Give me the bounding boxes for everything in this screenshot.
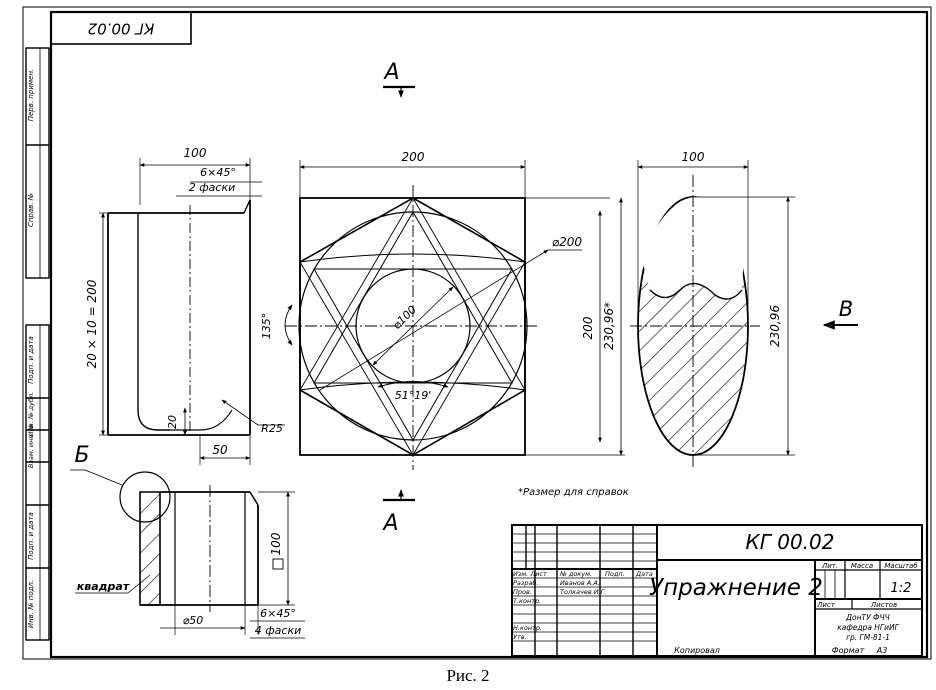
tb-row-tcontrol-role: Т.контр. (513, 597, 541, 605)
bottom-dim-diameter: ⌀50 (183, 614, 204, 627)
front-dim-height-ref: 230,96* (602, 302, 616, 350)
front-angle-left: 135° (260, 313, 273, 340)
tb-row-header-sign: Подп. (605, 570, 625, 578)
margin-label-podp-2: Подп. и дата (27, 512, 35, 560)
view-arrow-b: В (822, 297, 858, 330)
front-circle-outer: ⌀200 (552, 235, 582, 249)
tb-row-checker-role: Пров. (513, 588, 532, 596)
tb-row-developer-name: Иванов А.А. (560, 579, 600, 587)
left-dim-base: 50 (212, 443, 228, 457)
bottom-chamfer-note: 4 фаски (255, 624, 301, 637)
margin-label-inv-podl: Инв. № подл. (27, 580, 35, 628)
rotated-stamp-box (50, 11, 192, 45)
front-circle-inner: ⌀100 (390, 303, 419, 332)
left-margin-columns (25, 47, 50, 641)
left-chamfer-top-note: 2 фаски (189, 181, 235, 194)
tb-row-approved-role: Утв. (513, 633, 527, 641)
tb-row-checker-name: Толкачев И.Г. (560, 588, 606, 596)
tb-rows: Изм. Лист № докум. Подп. Дата Разраб. Ив… (513, 570, 653, 641)
title-block (511, 524, 923, 657)
margin-label-vzam: Взам. инв. № (27, 424, 35, 468)
tb-col-lit: Лит. (821, 562, 838, 570)
section-letter-a-bottom: А (381, 511, 398, 536)
margin-label-inv-dubl: Инв. № дубл. (27, 392, 35, 436)
section-marker-a-bottom: А (381, 489, 415, 536)
figure-caption: Рис. 2 (446, 666, 490, 685)
left-dim-fillet-vertical: 20 (166, 415, 179, 429)
tb-col-mass: Масса (851, 562, 873, 570)
tb-row-ncontrol-role: Н.контр. (513, 624, 542, 632)
bottom-square-size: 100 (269, 532, 283, 555)
tb-row-developer-role: Разраб. (513, 579, 539, 587)
right-dim-height: 230,96 (768, 305, 782, 347)
reference-note: *Размер для справок (518, 487, 629, 498)
front-dim-height: 200 (581, 316, 595, 339)
tb-org-line1: ДонТУ ФЧЧ (845, 613, 890, 622)
drawing-frame (49, 10, 929, 659)
section-letter-a-top: А (382, 60, 399, 85)
margin-label-sprav: Справ. № (27, 193, 35, 227)
copied-label: Копировал (674, 646, 720, 655)
left-radius: R25 (261, 422, 283, 435)
right-dim-width: 100 (682, 150, 705, 164)
tb-org-line2: кафедра НГиИГ (837, 623, 899, 632)
left-margin-labels: Перв. примен. Справ. № Подп. и дата Инв.… (27, 69, 35, 628)
left-view (99, 158, 285, 465)
tb-sheets-label: Листов (870, 601, 897, 609)
outer-trim-line (22, 6, 932, 660)
section-marker-a-top: А (382, 60, 415, 98)
left-dim-width: 100 (184, 146, 207, 160)
front-angle-bottom: 51°19' (395, 389, 432, 402)
callout-letter-b: Б (74, 443, 89, 468)
left-dim-height: 20 × 10 = 200 (85, 279, 99, 368)
left-chamfer-top: 6×45° (200, 166, 236, 179)
view-letter-b: В (839, 297, 853, 321)
rotated-stamp-code: КГ 00.02 (88, 20, 155, 38)
title-block-code: КГ 00.02 (746, 530, 835, 554)
tb-sheet-label: Лист (816, 601, 836, 609)
tb-scale-value: 1:2 (891, 581, 912, 596)
bottom-label-square: квадрат (77, 580, 130, 593)
tb-org-line3: гр. ГМ-81-1 (846, 633, 890, 642)
tb-row-header-date: Дата (635, 570, 653, 578)
tb-row-header-role: Изм. Лист (513, 570, 547, 578)
format-value: А3 (876, 646, 888, 655)
tb-row-header-name: № докум. (559, 570, 592, 578)
tb-col-scale: Масштаб (884, 562, 918, 570)
front-view (284, 160, 625, 470)
front-dim-width: 200 (402, 150, 425, 164)
bottom-view (70, 469, 305, 639)
margin-label-podp-1: Подп. и дата (27, 336, 35, 384)
margin-label-perv: Перв. примен. (27, 69, 35, 122)
format-label: Формат (832, 646, 865, 655)
bottom-chamfer: 6×45° (260, 607, 296, 620)
title-block-title: Упражнение 2 (649, 575, 823, 601)
right-view (630, 160, 795, 470)
